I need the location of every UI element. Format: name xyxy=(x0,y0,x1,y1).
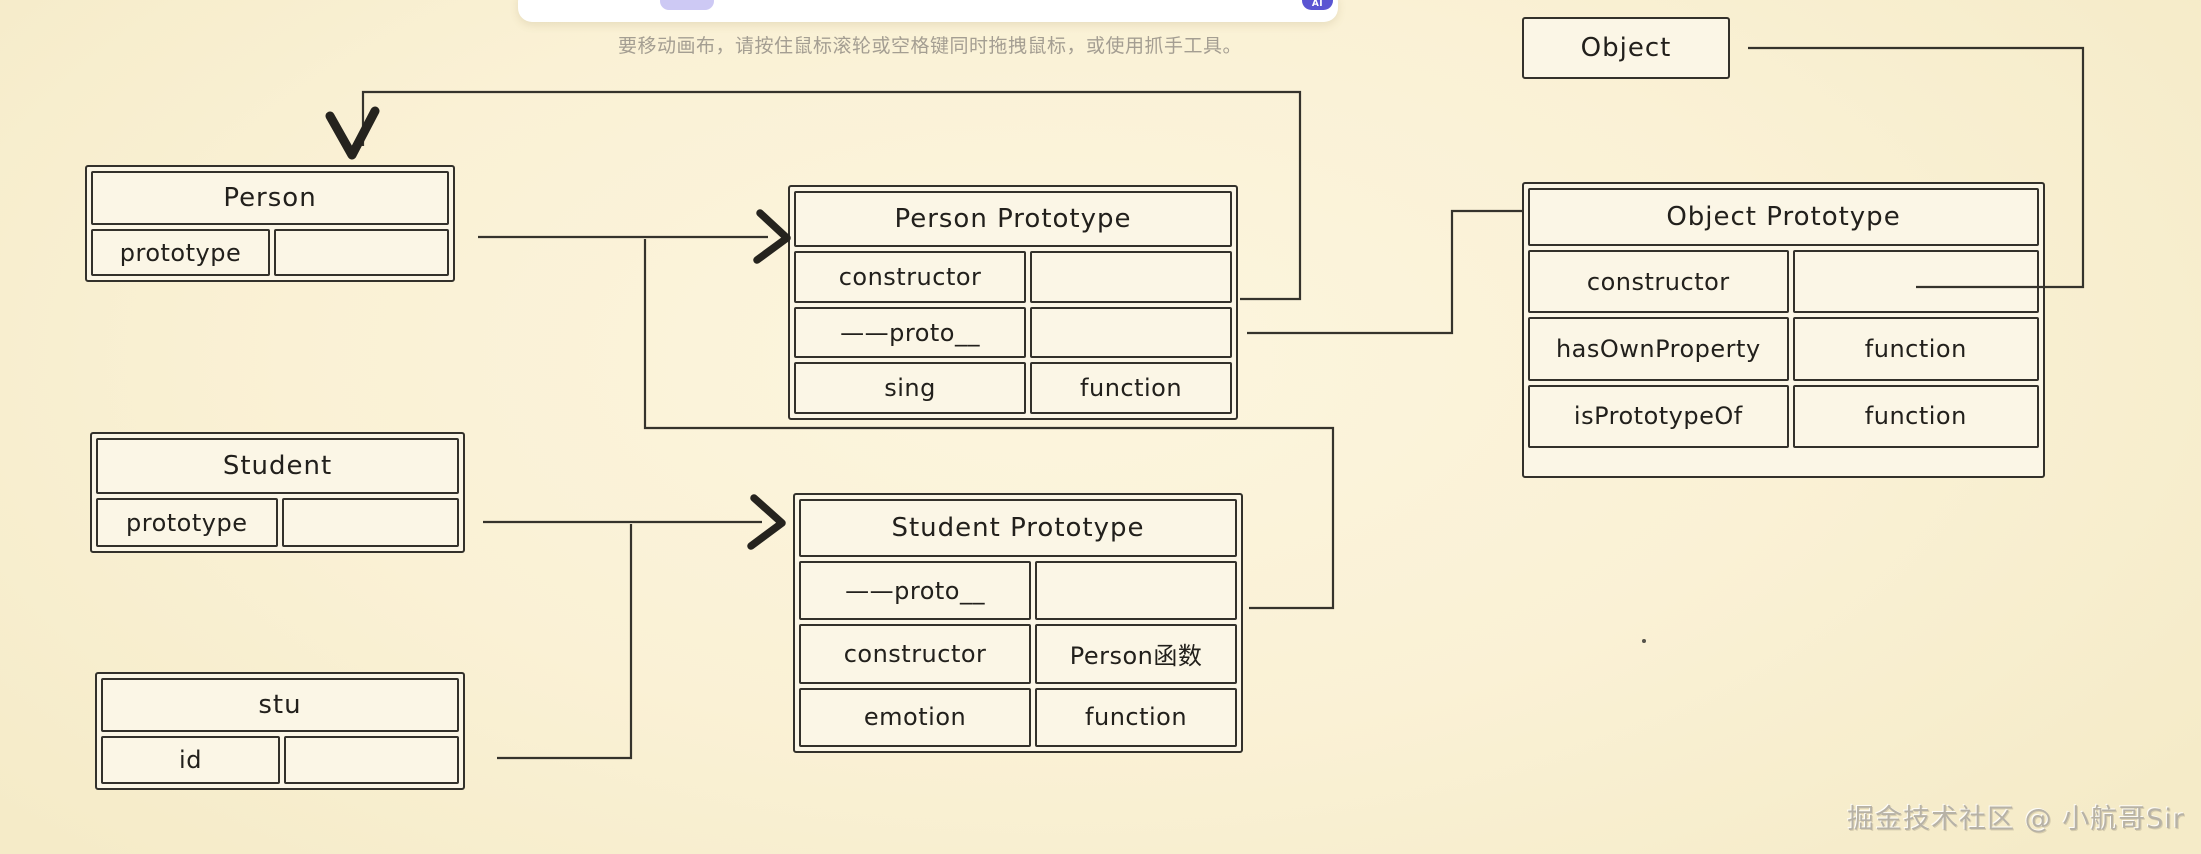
object-prototype-table-title: Object Prototype xyxy=(1528,188,2039,246)
stu-table-title: stu xyxy=(101,678,459,732)
op-constructor-key-cell: constructor xyxy=(1528,250,1789,314)
stu-id-key-cell: id xyxy=(101,736,280,784)
line-stu-to-studentproto[interactable] xyxy=(497,524,633,760)
student-prototype-table[interactable]: Student Prototype ——proto__ constructor … xyxy=(793,493,1243,753)
line-personproto-to-objectproto[interactable] xyxy=(1247,209,1524,335)
op-constructor-value-cell xyxy=(1792,250,2039,314)
pp-proto-key-cell: ——proto__ xyxy=(794,306,1027,359)
object-box-title: Object xyxy=(1580,33,1672,63)
student-prototype-value-cell xyxy=(281,498,459,547)
person-prototype-table[interactable]: Person Prototype constructor ——proto__ s… xyxy=(788,185,1238,420)
op-hasownproperty-key-cell: hasOwnProperty xyxy=(1528,317,1789,381)
object-prototype-table[interactable]: Object Prototype constructor hasOwnPrope… xyxy=(1522,182,2045,478)
person-prototype-key-cell: prototype xyxy=(91,229,270,276)
arrowhead-right-icon xyxy=(747,494,786,550)
op-isprototypeof-value-cell: function xyxy=(1792,384,2039,448)
sp-proto-key-cell: ——proto__ xyxy=(799,561,1032,621)
pp-constructor-key-cell: constructor xyxy=(794,251,1027,303)
stu-id-value-cell xyxy=(284,736,459,784)
sp-constructor-key-cell: constructor xyxy=(799,624,1032,684)
student-prototype-key-cell: prototype xyxy=(96,498,278,547)
sp-proto-value-cell xyxy=(1035,561,1237,621)
sp-emotion-key-cell: emotion xyxy=(799,687,1032,747)
ai-badge[interactable]: AI xyxy=(1302,0,1333,10)
student-prototype-table-title: Student Prototype xyxy=(799,499,1237,557)
sp-constructor-value-cell: Person函数 xyxy=(1035,624,1237,684)
object-box[interactable]: Object xyxy=(1522,17,1730,79)
student-table-title: Student xyxy=(96,438,459,494)
toolbar[interactable] xyxy=(518,0,1338,22)
arrowhead-right-icon xyxy=(753,209,791,264)
stu-table[interactable]: stu id xyxy=(95,672,465,790)
student-table[interactable]: Student prototype xyxy=(90,432,465,553)
person-table[interactable]: Person prototype xyxy=(85,165,455,282)
canvas-pan-hint: 要移动画布，请按住鼠标滚轮或空格键同时拖拽鼠标，或使用抓手工具。 xyxy=(617,35,1242,57)
person-prototype-table-title: Person Prototype xyxy=(794,191,1232,247)
arrowhead-down-icon xyxy=(325,106,380,160)
pp-constructor-value-cell xyxy=(1030,251,1232,303)
op-hasownproperty-value-cell: function xyxy=(1792,317,2039,381)
person-table-title: Person xyxy=(91,171,449,225)
pp-sing-key-cell: sing xyxy=(794,362,1027,415)
cursor-speck xyxy=(1642,639,1646,643)
watermark: 掘金技术社区 @ 小航哥Sir xyxy=(1847,804,2185,835)
pp-proto-value-cell xyxy=(1030,306,1232,359)
toolbar-pill-button[interactable] xyxy=(660,0,714,10)
pp-sing-value-cell: function xyxy=(1030,362,1232,415)
person-prototype-value-cell xyxy=(274,229,449,276)
op-isprototypeof-key-cell: isPrototypeOf xyxy=(1528,384,1789,448)
sp-emotion-value-cell: function xyxy=(1035,687,1237,747)
